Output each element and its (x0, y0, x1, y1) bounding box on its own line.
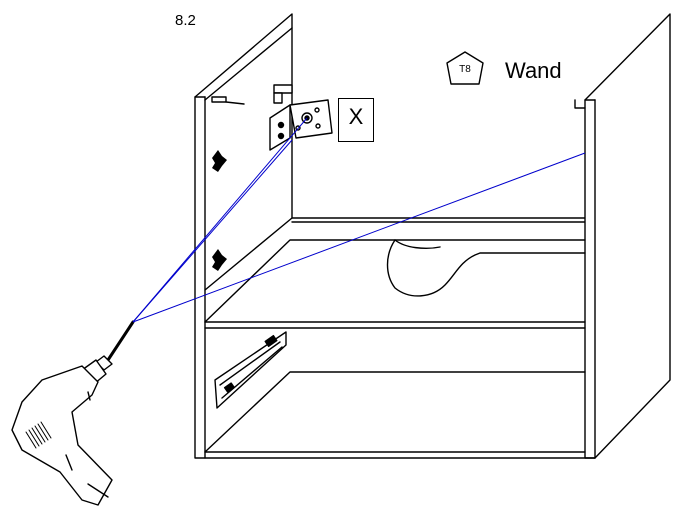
tool-code-label: T8 (459, 64, 471, 75)
left-side-panel (194, 13, 293, 459)
bottom-shelf (204, 371, 596, 459)
mark-box (338, 98, 374, 142)
hinge-icon (212, 150, 227, 271)
wall-bracket-icon (269, 99, 333, 151)
drawer-runner-icon (214, 331, 287, 409)
hexagon-tool-icon (446, 51, 484, 85)
step-number: 8.2 (175, 12, 196, 29)
wall-label: Wand (505, 58, 562, 83)
power-drill-icon (11, 320, 135, 506)
back-panel (291, 217, 586, 223)
right-side-panel (574, 13, 671, 459)
mark-label: X (348, 104, 364, 129)
upper-shelf (204, 239, 586, 329)
top-connector (211, 84, 293, 105)
guide-lines (132, 117, 586, 323)
